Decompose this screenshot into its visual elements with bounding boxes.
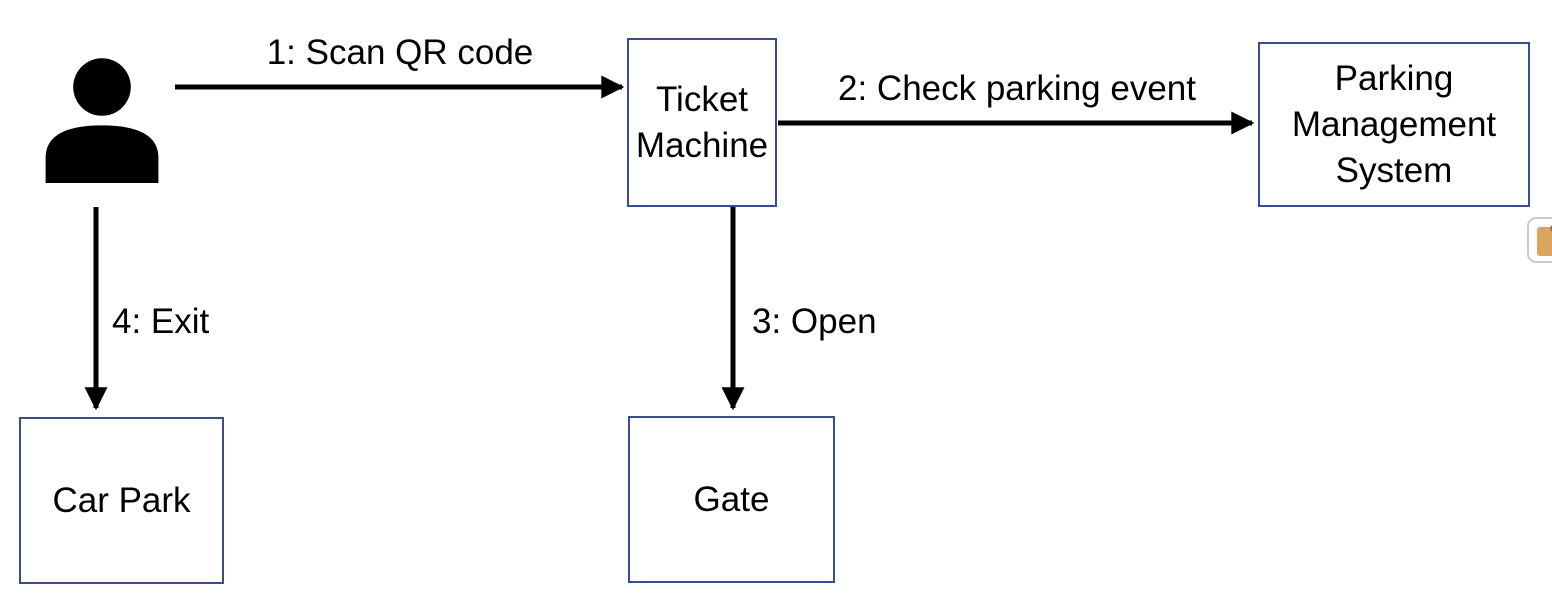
node-label-line: Car Park	[52, 480, 191, 520]
clipboard-icon	[1537, 227, 1552, 256]
edge-label-scan-qr-code[interactable]: 1: Scan QR code	[266, 33, 534, 72]
node-label-line: Gate	[693, 479, 770, 519]
edge-label-open[interactable]: 3: Open	[752, 302, 877, 341]
node-gate[interactable]: Gate	[628, 416, 835, 583]
edge-label-check-parking-event[interactable]: 2: Check parking event	[838, 69, 1196, 108]
clipboard-icon-dot	[1550, 225, 1552, 232]
node-parking-management-system[interactable]: Parking Management System	[1258, 42, 1530, 207]
node-label-line: System	[1335, 150, 1453, 190]
node-label-line: Parking	[1334, 58, 1454, 98]
person-icon[interactable]	[42, 57, 162, 183]
node-label-line: Machine	[635, 125, 769, 165]
comment-button[interactable]	[1527, 217, 1552, 263]
node-ticket-machine[interactable]: Ticket Machine	[627, 38, 777, 207]
edge-label-exit[interactable]: 4: Exit	[112, 302, 210, 341]
node-car-park[interactable]: Car Park	[19, 417, 224, 584]
node-label-line: Ticket	[655, 79, 749, 119]
node-label-line: Management	[1291, 104, 1497, 144]
